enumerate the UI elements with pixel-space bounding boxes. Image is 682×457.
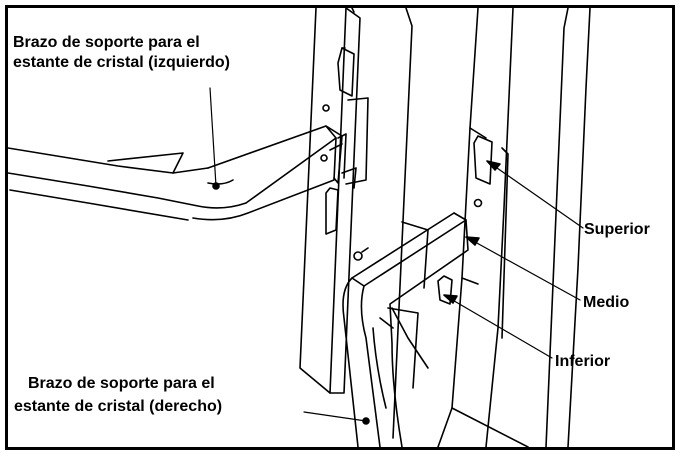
- label-left-arm-line1: Brazo de soporte para el: [13, 34, 200, 51]
- leader-left-arm: [209, 87, 217, 187]
- left-rail: [299, 8, 413, 439]
- label-upper: Superior: [584, 221, 650, 238]
- arrowhead-middle: [465, 236, 480, 246]
- leader-middle: [465, 236, 581, 301]
- label-lower: Inferior: [555, 353, 611, 370]
- arrowhead-upper: [486, 160, 501, 171]
- label-right-arm-line2: estante de cristal (derecho): [14, 398, 223, 415]
- pointer-dot-left-arm: [212, 182, 220, 190]
- arrowhead-lower: [443, 294, 458, 304]
- leader-lower: [443, 294, 553, 359]
- assembly-illustration: [8, 8, 591, 447]
- leader-right-arm: [303, 411, 367, 422]
- pointer-dot-right-arm: [362, 417, 370, 425]
- right-panel: [387, 8, 591, 447]
- label-right-arm-line1: Brazo de soporte para el: [28, 375, 215, 392]
- label-left-arm-line2: estante de cristal (izquierdo): [13, 54, 230, 71]
- leader-lines: [209, 87, 584, 422]
- left-support-arm: [8, 125, 347, 221]
- label-middle: Medio: [583, 294, 630, 311]
- leader-upper: [486, 160, 584, 229]
- right-support-arm: [342, 212, 469, 447]
- pointers: [212, 160, 501, 425]
- diagram-frame: Brazo de soporte para el estante de cris…: [5, 5, 675, 450]
